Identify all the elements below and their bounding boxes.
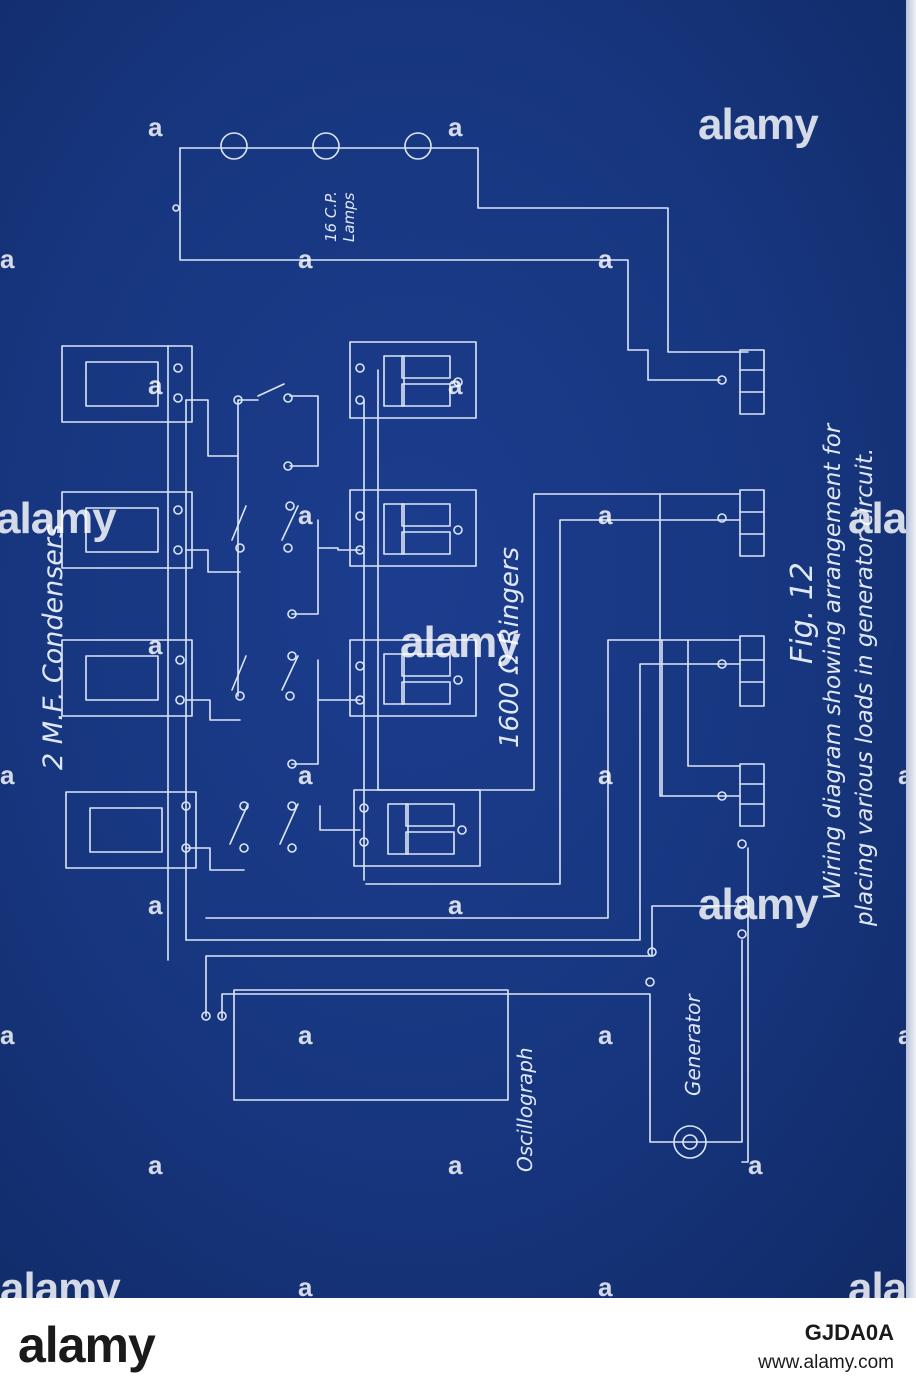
condensers-label: 2 M.F. Condensers — [38, 524, 69, 770]
watermark-mark: a — [148, 630, 163, 660]
watermark-mark: a — [148, 370, 163, 400]
watermark-logo: alamy — [698, 880, 819, 929]
watermark-mark: a — [598, 1272, 613, 1298]
watermark-mark: a — [448, 1150, 463, 1180]
watermark-logo: alamy — [848, 1264, 916, 1298]
wiring-diagram: 16 C.P. Lamps — [38, 132, 878, 1172]
watermark-mark: a — [0, 1020, 15, 1050]
watermark-logo: alamy — [0, 494, 117, 543]
lamp-circuit: 16 C.P. Lamps — [172, 132, 749, 381]
lamp-3 — [404, 132, 432, 160]
watermark-mark: a — [298, 500, 313, 530]
watermark-mark: a — [448, 112, 463, 142]
blueprint-sheet: 16 C.P. Lamps — [0, 0, 916, 1298]
watermark-mark: a — [148, 890, 163, 920]
watermark-mark: a — [598, 1020, 613, 1050]
watermark-mark: a — [148, 1150, 163, 1180]
watermark-logo: alamy — [698, 100, 819, 149]
image-id: GJDA0A — [804, 1320, 894, 1345]
figure-number: Fig. 12 — [785, 562, 820, 664]
watermark-mark: a — [0, 244, 15, 274]
oscillograph-label: Oscillograph — [513, 1047, 537, 1172]
ringers-label: 1600 Ω Ringers — [495, 547, 525, 748]
watermark-mark: a — [148, 112, 163, 142]
feeder-lines — [185, 493, 749, 1163]
terminal-blocks — [739, 349, 765, 827]
watermark-mark: a — [298, 760, 313, 790]
lamp-1 — [220, 132, 248, 160]
footer-url: www.alamy.com — [758, 1352, 894, 1373]
watermark-mark: a — [448, 370, 463, 400]
watermark-logo: alamy — [0, 1264, 121, 1298]
watermark-mark: a — [298, 244, 313, 274]
condensers — [61, 345, 197, 869]
generator-label: Generator — [681, 993, 705, 1096]
lamps-label: 16 C.P. Lamps — [322, 186, 358, 242]
generator-symbol — [673, 1125, 707, 1159]
watermark-mark: a — [298, 1272, 313, 1298]
watermark-mark: a — [448, 890, 463, 920]
watermark-logo: alamy — [400, 618, 521, 667]
caption-line-2: placing various loads in generator circu… — [852, 448, 878, 927]
watermark-mark: a — [0, 760, 15, 790]
watermark-mark: a — [598, 244, 613, 274]
stock-footer: alamy GJDA0A www.alamy.com — [0, 1298, 916, 1390]
oscillograph-box — [233, 989, 509, 1101]
terminal-dots — [173, 363, 747, 1021]
watermark-mark: a — [598, 760, 613, 790]
paper-edge — [906, 0, 916, 1298]
footer-logo: alamy — [18, 1317, 156, 1373]
ringers — [349, 341, 481, 867]
watermark-mark: a — [598, 500, 613, 530]
watermark-mark: a — [298, 1020, 313, 1050]
watermark-logo: alamy — [848, 494, 916, 543]
caption-line-1: Wiring diagram showing arrangement for — [820, 422, 846, 900]
lamp-2 — [312, 132, 340, 160]
switch-wiring — [167, 345, 379, 961]
watermark-mark: a — [748, 1150, 763, 1180]
